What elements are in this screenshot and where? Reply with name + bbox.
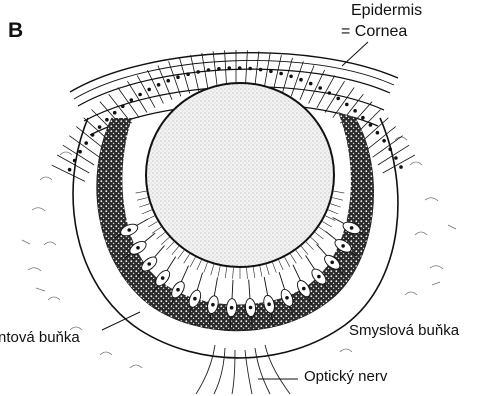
label-sensory-cell: Smyslová buňka	[349, 323, 459, 338]
label-pigment-cell: ntová buňka	[0, 330, 80, 345]
label-epidermis: Epidermis	[351, 3, 422, 19]
label-optic-nerve: Optický nerv	[304, 369, 387, 384]
label-cornea: = Cornea	[341, 24, 407, 40]
panel-letter: B	[8, 20, 23, 41]
optic-nerve	[196, 345, 290, 394]
lens	[146, 83, 334, 267]
